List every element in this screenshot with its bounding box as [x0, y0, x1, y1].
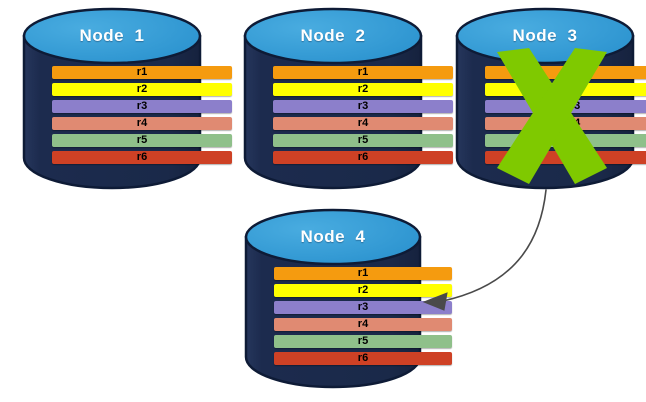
table-row[interactable]: r2	[485, 83, 646, 96]
table-row[interactable]: r6	[52, 151, 232, 164]
table-row[interactable]: r2	[273, 83, 453, 96]
node-1-rows: r1 r2 r3 r4 r5 r6	[22, 66, 262, 164]
table-row[interactable]: r6	[485, 151, 646, 164]
table-row[interactable]: r5	[273, 134, 453, 147]
row-label: r6	[357, 352, 369, 364]
row-label: r2	[357, 284, 369, 296]
node-2-cylinder[interactable]: Node 2 r1 r2 r3 r4 r5 r6	[243, 6, 453, 190]
row-label: r3	[136, 100, 148, 112]
row-label: r4	[357, 318, 369, 330]
node-3-rows: r1 r2 r3 r4 r5 r6	[455, 66, 646, 164]
row-label: r5	[136, 134, 148, 146]
node-2-rows: r1 r2 r3 r4 r5 r6	[243, 66, 483, 164]
row-label: r4	[136, 117, 148, 129]
row-label: r1	[569, 66, 581, 78]
table-row[interactable]: r4	[485, 117, 646, 130]
table-row[interactable]: r1	[274, 267, 452, 280]
table-row[interactable]: r4	[273, 117, 453, 130]
table-row[interactable]: r2	[274, 284, 452, 297]
row-label: r1	[357, 66, 369, 78]
row-label: r4	[569, 117, 581, 129]
row-label: r3	[357, 301, 369, 313]
row-label: r3	[357, 100, 369, 112]
row-label: r6	[569, 151, 581, 163]
node-4-cylinder[interactable]: Node 4 r1 r2 r3 r4 r5 r6	[244, 207, 452, 389]
table-row[interactable]: r3	[52, 100, 232, 113]
row-label: r6	[357, 151, 369, 163]
table-row[interactable]: r2	[52, 83, 232, 96]
table-row[interactable]: r3	[485, 100, 646, 113]
row-label: r5	[357, 134, 369, 146]
row-label: r1	[357, 267, 369, 279]
table-row[interactable]: r6	[273, 151, 453, 164]
table-row[interactable]: r3	[274, 301, 452, 314]
table-row[interactable]: r5	[485, 134, 646, 147]
row-label: r5	[569, 134, 581, 146]
node-3-cylinder[interactable]: Node 3 r1 r2 r3 r4 r5 r6	[455, 6, 646, 190]
table-row[interactable]: r5	[52, 134, 232, 147]
table-row[interactable]: r6	[274, 352, 452, 365]
table-row[interactable]: r4	[52, 117, 232, 130]
row-label: r2	[569, 83, 581, 95]
row-label: r1	[136, 66, 148, 78]
row-label: r5	[357, 335, 369, 347]
table-row[interactable]: r1	[485, 66, 646, 79]
row-label: r2	[136, 83, 148, 95]
table-row[interactable]: r3	[273, 100, 453, 113]
node-1-cylinder[interactable]: Node 1 r1 r2 r3 r4 r5 r6	[22, 6, 232, 190]
row-label: r4	[357, 117, 369, 129]
table-row[interactable]: r1	[273, 66, 453, 79]
table-row[interactable]: r4	[274, 318, 452, 331]
row-label: r2	[357, 83, 369, 95]
table-row[interactable]: r1	[52, 66, 232, 79]
row-label: r6	[136, 151, 148, 163]
row-label: r3	[569, 100, 581, 112]
node-4-rows: r1 r2 r3 r4 r5 r6	[244, 267, 482, 365]
table-row[interactable]: r5	[274, 335, 452, 348]
